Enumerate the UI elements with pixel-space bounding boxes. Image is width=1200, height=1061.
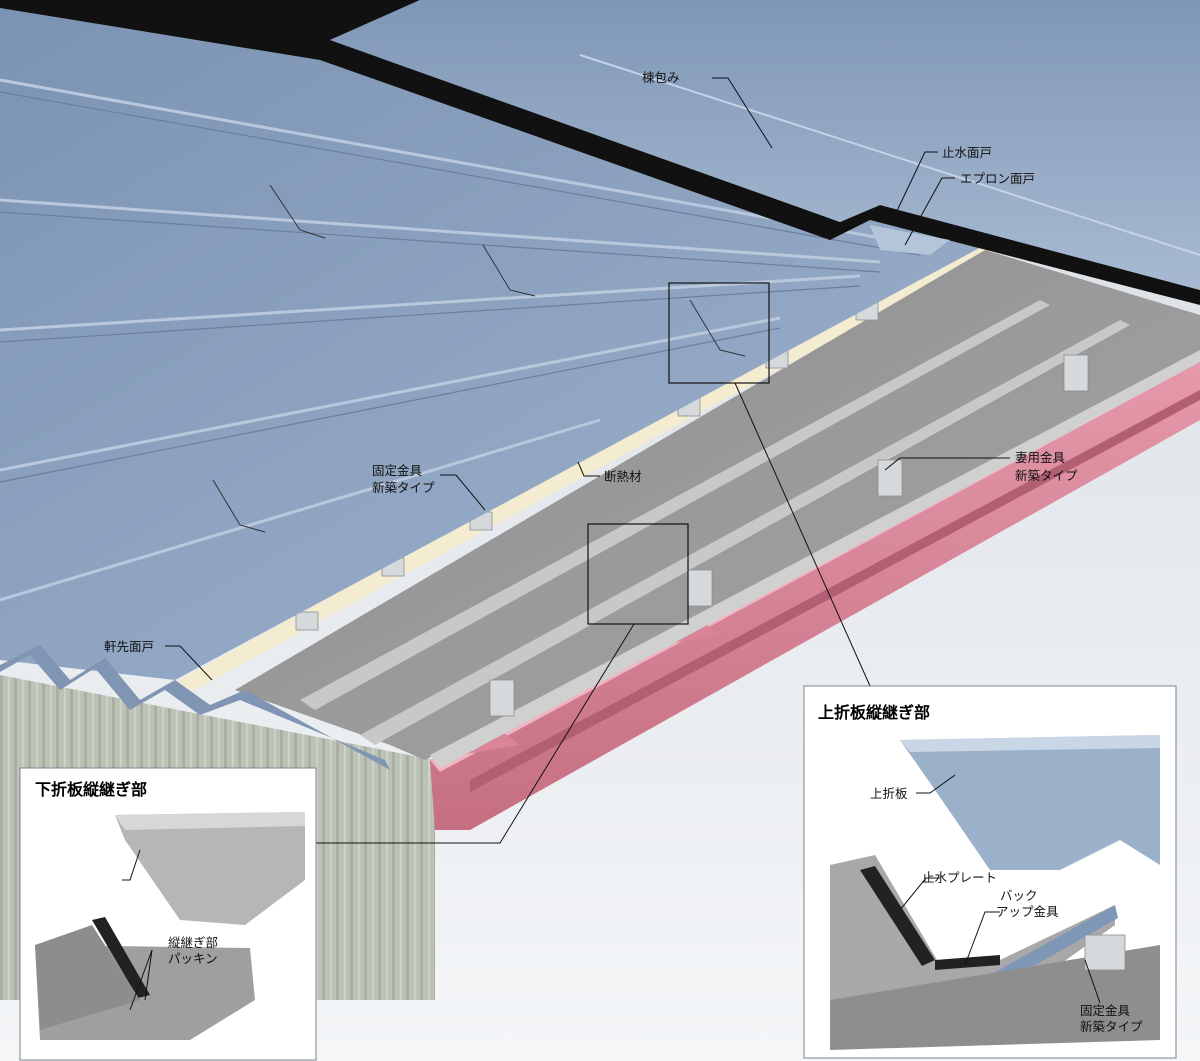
upper-joint-detail-marker	[668, 282, 770, 384]
label-gable-bracket: 妻用金具	[1015, 450, 1066, 465]
label-inset-fixing-bracket: 固定金具	[1080, 1003, 1131, 1018]
label-water-stop-filler: 止水面戸	[942, 145, 992, 160]
label-gable-bracket-type: 新築タイプ	[1015, 468, 1078, 483]
label-backup-bracket-1: バック	[1000, 888, 1038, 903]
leader-lines	[165, 77, 1010, 844]
apron-filler	[870, 225, 950, 255]
label-ridge-cover: 棟包み	[642, 70, 680, 85]
label-apron-filler: エプロン面戸	[960, 171, 1035, 186]
inset-upper-title: 上折板縦継ぎ部	[818, 703, 930, 722]
label-inset-fixing-bracket-type: 新築タイプ	[1080, 1019, 1143, 1034]
label-backup-bracket-2: アップ金具	[996, 904, 1059, 919]
label-joint-packing-1: 縦継ぎ部	[168, 935, 218, 950]
label-water-stop-plate: 止水プレート	[922, 870, 997, 885]
ridge-cover	[0, 0, 1200, 305]
label-fixing-bracket-type: 新築タイプ	[372, 480, 435, 495]
label-upper-sheet: 上折板	[870, 786, 908, 801]
label-eave-filler: 軒先面戸	[104, 639, 154, 654]
inset-lower-joint: 下折板縦継ぎ部 縦継ぎ部 パッキン	[19, 767, 317, 1061]
inset-upper-joint: 上折板縦継ぎ部 上折板 止水プレート バック アップ金具 固定金具 新築タイプ	[803, 685, 1177, 1059]
insulation-layer	[170, 240, 1000, 690]
lower-joint-detail-marker	[587, 523, 689, 625]
label-insulation: 断熱材	[604, 469, 642, 484]
inset-lower-title: 下折板縦継ぎ部	[35, 780, 147, 799]
lower-folded-sheet	[235, 250, 1200, 768]
label-joint-packing-2: パッキン	[168, 951, 218, 966]
label-fixing-bracket: 固定金具	[372, 463, 423, 478]
